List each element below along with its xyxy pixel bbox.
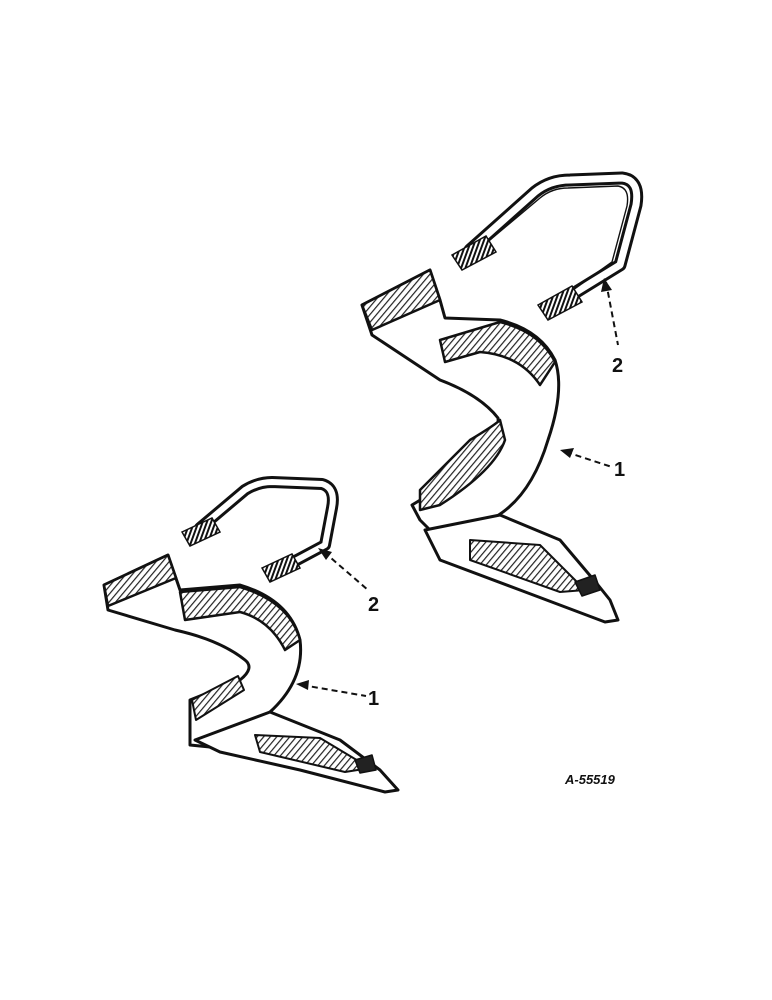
small-u-bolt-thread-left (180, 517, 222, 547)
reference-number: A-55519 (564, 772, 616, 787)
callout-large-shank: 1 (614, 459, 625, 481)
leader-line-small-shank (296, 680, 367, 697)
large-u-bolt-thread-left (450, 234, 498, 271)
callout-small-u-bolt: 2 (368, 594, 379, 616)
large-u-bolt-thread-right (536, 284, 584, 321)
large-shank (360, 268, 620, 624)
leader-line-large-shank (560, 448, 613, 468)
small-u-bolt (194, 476, 339, 574)
leader-line-small-u-bolt (318, 548, 369, 591)
large-u-bolt (463, 171, 644, 309)
small-shank (102, 553, 400, 794)
leader-line-large-u-bolt (601, 278, 619, 346)
small-u-bolt-thread-right (260, 553, 302, 583)
callout-small-shank: 1 (368, 688, 379, 710)
callout-large-u-bolt: 2 (612, 355, 623, 377)
